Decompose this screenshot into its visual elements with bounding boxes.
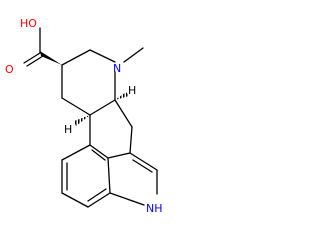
bond-d5 [61, 97, 91, 116]
hash-bond-h-upper [115, 92, 129, 100]
bond-d4 [89, 99, 116, 116]
label-pyrrole-nh: NH [146, 202, 163, 215]
label-h-lower: H [64, 123, 72, 136]
stereo-h-bonds [74, 92, 129, 126]
bond-c4 [89, 144, 109, 159]
bond-c1 [114, 99, 133, 128]
bond-a1 [61, 144, 91, 161]
bond-n-methyl [123, 47, 144, 63]
bond-b1-inner [132, 159, 153, 173]
bond-c5 [107, 152, 131, 159]
hash-bond-h-lower [74, 115, 90, 126]
label-hydroxyl: HO [20, 17, 37, 30]
wedge-bond-carboxyl [40, 51, 62, 65]
bond-a4 [87, 192, 111, 208]
ring-b [109, 152, 158, 206]
label-carbonyl-oxygen: O [5, 63, 14, 76]
bond-a5 [107, 157, 111, 194]
label-amine-nitrogen: N [113, 62, 121, 75]
bond-a4-inner [87, 188, 107, 202]
ring-c [89, 99, 133, 159]
bond-b1 [129, 152, 158, 171]
bond-b3 [109, 192, 145, 206]
carboxyl-group [23, 27, 62, 67]
bond-a3 [61, 192, 89, 208]
label-h-upper: H [128, 84, 136, 97]
bond-a6-inner [91, 149, 106, 161]
bond-c-o-double-2 [26, 55, 44, 67]
ring-a [61, 144, 111, 208]
bond-d2 [89, 49, 116, 63]
bond-d1 [61, 49, 91, 66]
bond-c-o-double-1 [23, 52, 41, 64]
molecule-structure: HO O N NH H H [5, 17, 163, 215]
bond-c2 [129, 126, 133, 154]
ring-d [61, 47, 144, 116]
